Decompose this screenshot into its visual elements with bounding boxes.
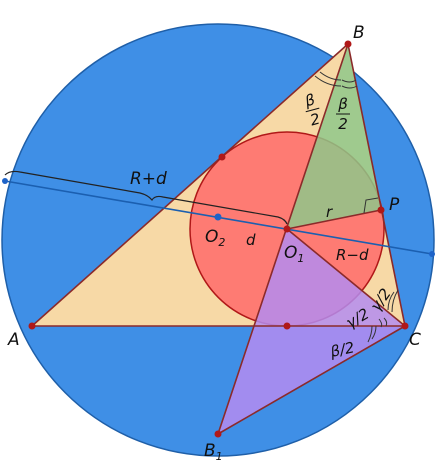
point-o1: [283, 225, 291, 233]
label-o2: O2: [205, 227, 225, 249]
point-tangent-ab: [218, 153, 226, 161]
label-o1: O1: [284, 243, 304, 265]
label-p: P: [389, 195, 400, 215]
edge-ab: [31, 43, 349, 327]
segment-bb1: [217, 43, 349, 435]
label-b: B: [353, 23, 365, 43]
point-b: [344, 40, 352, 48]
segment-o1p: [286, 209, 382, 230]
point-b1: [214, 430, 222, 438]
angle-arcs-b: [314, 71, 358, 89]
point-a: [28, 322, 36, 330]
label-r-plus-d: R+d: [130, 169, 167, 189]
triangle-edges: [31, 43, 406, 435]
point-diam-right: [429, 251, 435, 257]
purple-region: [218, 229, 405, 434]
label-r-minus-d: R−d: [336, 246, 369, 264]
point-c: [401, 322, 409, 330]
brace-r-plus-d: [4, 170, 288, 225]
points: [2, 40, 435, 438]
edge-bc: [347, 43, 406, 327]
point-p: [377, 206, 385, 214]
label-a: A: [7, 330, 20, 350]
svg-text:2: 2: [338, 115, 348, 133]
green-region: [287, 44, 381, 229]
segment-o1c: [286, 228, 406, 327]
angle-label-beta-right: β 2: [336, 95, 350, 133]
right-angle-marker: [363, 197, 379, 214]
label-b1: B1: [204, 441, 223, 463]
svg-text:β: β: [337, 95, 348, 113]
point-tangent-ac: [283, 322, 291, 330]
label-beta-half-bottom: β/2: [328, 338, 356, 361]
svg-text:2: 2: [308, 110, 322, 130]
angle-label-beta-left: β 2: [302, 90, 322, 130]
label-d: d: [246, 231, 256, 249]
point-o2: [214, 213, 222, 221]
point-diam-left: [2, 178, 8, 184]
segment-cb1: [217, 325, 406, 435]
svg-text:β: β: [302, 90, 317, 110]
angle-arcs-c: [367, 289, 399, 343]
label-r: r: [326, 203, 333, 221]
label-c: C: [409, 330, 421, 350]
